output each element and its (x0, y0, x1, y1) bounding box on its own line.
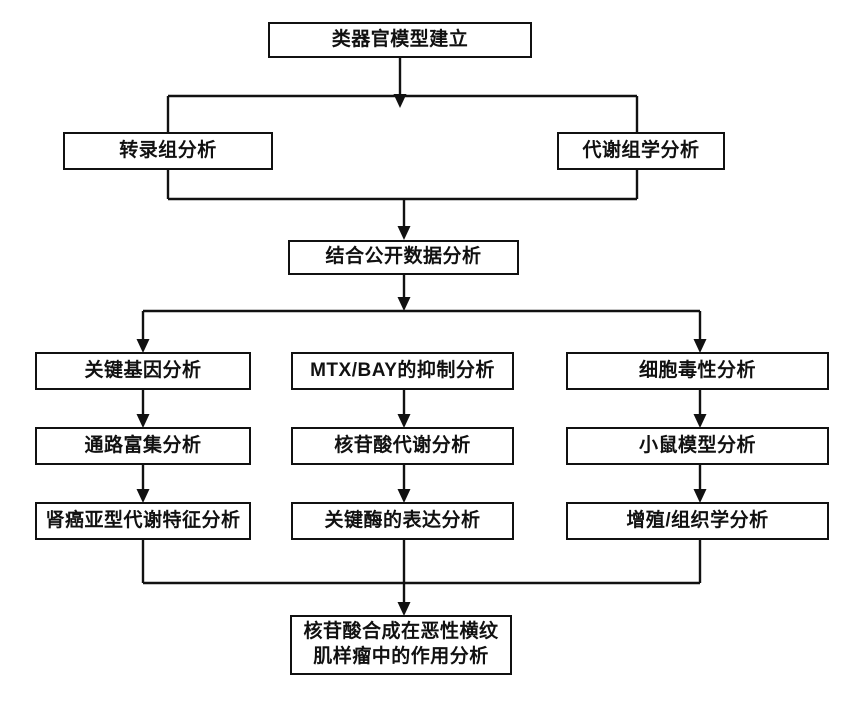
edge-public-data-to-columns (136, 274, 707, 353)
node-label: 细胞毒性分析 (638, 359, 756, 381)
node-mtx-bay-inhibition[interactable]: MTX/BAY的抑制分析 (291, 352, 514, 390)
node-label: 关键基因分析 (84, 359, 202, 381)
node-pathway-enrichment[interactable]: 通路富集分析 (35, 427, 251, 465)
node-key-gene[interactable]: 关键基因分析 (35, 352, 251, 390)
node-cytotoxicity[interactable]: 细胞毒性分析 (566, 352, 829, 390)
node-label: 核苷酸代谢分析 (334, 434, 471, 456)
node-mouse-model[interactable]: 小鼠模型分析 (566, 427, 829, 465)
node-conclusion[interactable]: 核苷酸合成在恶性横纹 肌样瘤中的作用分析 (290, 615, 512, 675)
node-label: 核苷酸合成在恶性横纹 肌样瘤中的作用分析 (303, 621, 499, 667)
node-label: 增殖/组织学分析 (626, 509, 769, 531)
edge-columns-to-conclusion (141, 540, 702, 616)
node-transcriptomics[interactable]: 转录组分析 (63, 132, 273, 170)
edge-organoid-to-omics (166, 56, 639, 132)
node-label: 小鼠模型分析 (638, 434, 756, 456)
node-label: 关键酶的表达分析 (324, 509, 481, 531)
node-key-enzyme-expression[interactable]: 关键酶的表达分析 (291, 502, 514, 540)
edge-omics-to-public-data (166, 170, 639, 240)
node-label: 通路富集分析 (84, 434, 202, 456)
node-label: 肾癌亚型代谢特征分析 (45, 509, 241, 531)
node-proliferation-histology[interactable]: 增殖/组织学分析 (566, 502, 829, 540)
node-label: 结合公开数据分析 (325, 246, 482, 268)
node-label: 代谢组学分析 (582, 139, 700, 161)
node-rcc-subtype-metabolism[interactable]: 肾癌亚型代谢特征分析 (35, 502, 251, 540)
node-organoid-model[interactable]: 类器官模型建立 (268, 22, 532, 58)
node-label: 类器官模型建立 (331, 28, 469, 50)
node-public-data[interactable]: 结合公开数据分析 (288, 240, 519, 275)
node-label: 转录组分析 (119, 139, 217, 161)
node-nucleotide-metabolism[interactable]: 核苷酸代谢分析 (291, 427, 514, 465)
node-metabolomics[interactable]: 代谢组学分析 (557, 132, 725, 170)
node-label: MTX/BAY的抑制分析 (310, 359, 495, 381)
